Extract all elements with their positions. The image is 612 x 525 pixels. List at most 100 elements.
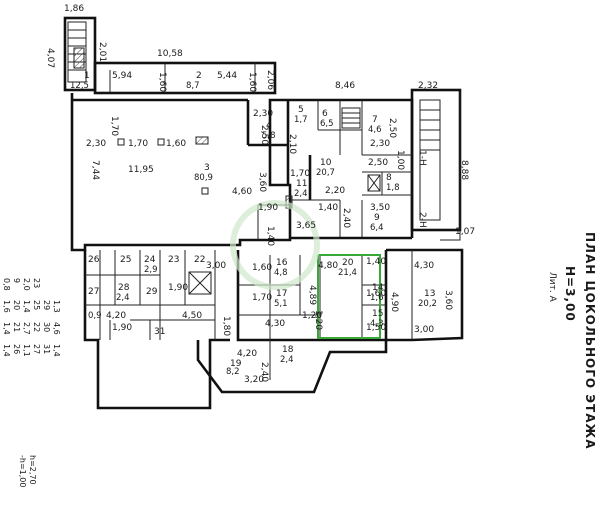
room-number: 22 [194,255,205,265]
legend-cell: 31 [42,344,51,354]
room-number: 10 [320,158,332,168]
legend-cell: 9 [12,278,21,283]
dim: 4,20 [106,311,126,321]
elevator-2 [367,174,381,192]
dim: 1,86 [64,4,84,14]
room-number: 27 [88,287,99,297]
highlight-zone [317,254,381,339]
room-number: 19 [230,359,242,369]
dim: 1,70 [128,139,148,149]
pillar-1 [117,138,125,146]
legend-cell: 1,4 [2,322,11,335]
room-area: 2,4 [280,355,294,365]
elevator-1 [188,271,212,295]
title-block: ПЛАН ЦОКОЛЬНОГО ЭТАЖА H=3,00 Лит. А [547,232,597,450]
dim: 5,94 [112,71,132,81]
dim: 2,50 [387,118,397,138]
dim: 1,80 [221,316,231,336]
dim: 11,95 [128,165,154,175]
room-number: 1 [84,71,90,81]
dim: 2,10 [287,134,297,154]
dim: 3,20 [244,375,264,385]
stair-top-left [67,21,87,83]
dim: 1,60 [247,72,257,92]
room-area: 1,6 [370,293,384,303]
dim: 4,07 [45,48,55,68]
room-area: 8,2 [226,367,240,377]
legend-cell: 20 [12,300,21,310]
dim: 4,90 [389,292,399,312]
dim: 3,60 [257,172,267,192]
legend-table: 9 0,8 20 1,6 23 2,0 25 1,4 21 1,4 22 2,7… [2,278,61,357]
room-area: 5,1 [274,299,288,309]
room-number: 18 [282,345,294,355]
room-area: 1,7 [294,115,308,125]
legend-cell: 25 [32,300,41,310]
room-area: 2,4 [294,189,308,199]
room-area: 20,7 [316,168,335,178]
shaft-1 [73,47,85,69]
partitions [85,63,413,380]
dim: 2,40 [259,362,269,382]
legend-cell: 22 [32,322,41,332]
dim: 4,60 [232,187,252,197]
room-area: 4,6 [368,125,382,135]
dim: 1,20 [313,310,323,330]
room-number: 11 [296,179,307,189]
section-mark-2: 2-Н [417,212,427,228]
dim: 1,90 [168,283,188,293]
pillar-3 [201,187,209,195]
room-area: 12,5 [70,81,89,91]
legend-cell: 4,6 [52,322,61,335]
room-labels: 1 12,5 2 8,7 3 80,9 4 5,8 5 1,7 6 6,5 7 … [70,71,437,377]
room-number: 8 [386,173,392,183]
legend-cell: 29 [42,300,51,310]
dim: 2,50 [259,125,269,145]
dim: 2,30 [253,109,273,119]
room-area: 20,2 [418,299,437,309]
dim: 1,60 [366,289,386,299]
plan-title: ПЛАН ЦОКОЛЬНОГО ЭТАЖА [583,232,597,450]
legend-cell: 0,8 [2,278,11,291]
dim: 2,06 [265,70,275,90]
dim: 8,88 [459,160,469,180]
room-number: 31 [154,327,165,337]
dim: 4,30 [414,261,434,271]
room-number: 20 [342,258,354,268]
pillar-2 [157,138,165,146]
legend-cell: 21 [12,322,21,332]
room-area: 6,5 [320,119,334,129]
dim: 2,50 [368,158,388,168]
room-area: 2,9 [144,265,158,275]
dim: 3,65 [296,221,316,231]
room-area: 21,4 [338,268,357,278]
room-number: 17 [276,289,287,299]
dim: 4,30 [265,319,285,329]
dim: 1,00 [395,150,405,170]
room-number: 9 [374,213,380,223]
legend-cell: 1,1 [22,344,31,357]
dim: 3,00 [414,325,434,335]
stair-right [419,92,461,241]
dim: 1,90 [258,203,278,213]
room-area: 5,8 [262,131,276,141]
dim: 2,32 [418,81,438,91]
legend-cell: 1,4 [22,300,31,313]
room-number: 3 [204,163,210,173]
height-note: -h=1,00 [18,455,27,487]
dim: 1,40 [265,226,275,246]
dim: 1,60 [252,263,272,273]
dim: 4,50 [182,311,202,321]
room-number: 13 [424,289,435,299]
room-number: 4 [266,121,272,131]
dim: 3,50 [370,203,390,213]
legend-cell: 2,7 [22,322,31,335]
room-number: 29 [146,287,158,297]
legend-cell: 26 [12,344,21,354]
dim: 10,58 [157,49,183,59]
dim: 4,20 [237,349,257,359]
dim: 4,80 [318,261,338,271]
dim: 2,30 [86,139,106,149]
section-mark-1: 1-Н [417,150,427,166]
